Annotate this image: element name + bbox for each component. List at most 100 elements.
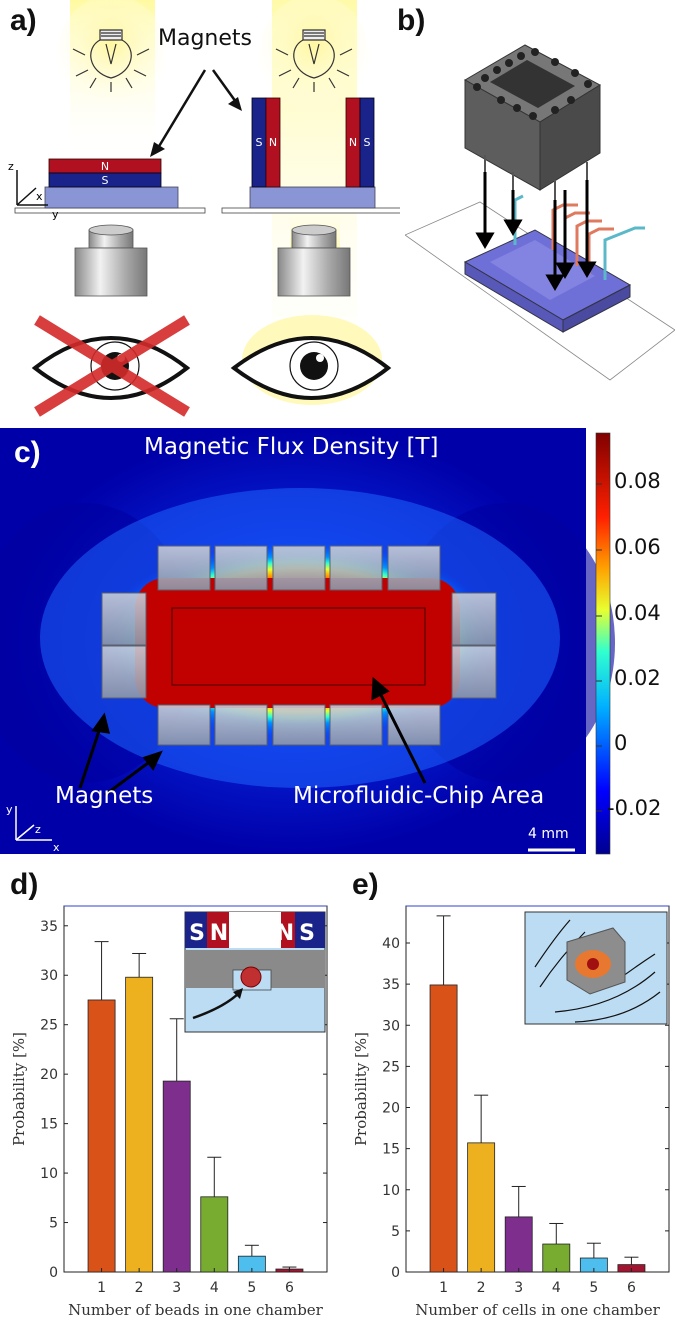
y-tick-label: 40 — [382, 936, 400, 952]
axis-a-z: z — [8, 160, 14, 173]
light-glow-right — [259, 0, 369, 115]
x-tick-label: 5 — [247, 1280, 256, 1296]
inset-pole-label: S — [189, 921, 205, 946]
inset-pole-label: S — [299, 921, 315, 946]
axis-a-x: x — [36, 190, 43, 203]
chip-left — [44, 186, 179, 209]
panel-label-a: a) — [10, 4, 37, 37]
axis-c-z: z — [35, 823, 41, 836]
inset-pole-label: N — [276, 921, 294, 946]
axis-a-y: y — [52, 208, 59, 221]
bar — [87, 999, 116, 1273]
bar — [125, 976, 154, 1273]
y-tick-label: 30 — [40, 968, 58, 984]
stage-right — [221, 207, 400, 214]
y-tick-label: 5 — [391, 1224, 400, 1240]
pole-label-s-right: S — [364, 136, 371, 149]
magnet-blocks — [101, 545, 497, 746]
y-tick-label: 0 — [391, 1265, 400, 1281]
light-glow-left — [57, 0, 167, 115]
magnet-holder — [463, 44, 602, 200]
y-tick-label: 35 — [382, 977, 400, 993]
pole-label-s-left: S — [256, 136, 263, 149]
axis-c-y: y — [6, 803, 13, 816]
x-tick-label: 3 — [514, 1280, 523, 1296]
panel-label-c: c) — [14, 436, 41, 469]
magnets-label-a: Magnets — [158, 26, 252, 51]
x-axis-label: Number of cells in one chamber — [415, 1301, 660, 1319]
x-tick-label: 3 — [172, 1280, 181, 1296]
x-tick-label: 1 — [97, 1280, 106, 1296]
lightbulb-icon-right — [275, 29, 353, 92]
y-tick-label: 20 — [382, 1101, 400, 1117]
lightbulb-icon-left — [72, 29, 150, 92]
colorbar-tick: 0 — [614, 731, 628, 755]
stage-left — [14, 207, 206, 214]
x-tick-label: 2 — [477, 1280, 486, 1296]
arrow-to-left-magnet — [156, 69, 207, 149]
x-tick-label: 6 — [627, 1280, 636, 1296]
x-tick-label: 4 — [210, 1280, 219, 1296]
bar — [200, 1196, 229, 1273]
axis-icon-c — [15, 806, 52, 841]
flux-density-map: y z x — [0, 428, 615, 855]
axis-icon-a — [16, 170, 48, 206]
y-tick-label: 0 — [49, 1265, 58, 1281]
x-tick-label: 4 — [552, 1280, 561, 1296]
bar — [467, 1142, 496, 1273]
chip-area-label: Microfluidic-Chip Area — [293, 783, 545, 809]
bar — [162, 1080, 191, 1273]
x-tick-label: 6 — [285, 1280, 294, 1296]
y-axis-label: Probability [%] — [10, 1032, 28, 1146]
colorbar-tick: -0.02 — [607, 796, 662, 820]
panel-b-illustration — [405, 44, 675, 381]
y-tick-label: 30 — [382, 1018, 400, 1034]
colorbar-tick: 0.04 — [614, 601, 661, 625]
y-tick-label: 10 — [40, 1166, 58, 1182]
y-tick-label: 25 — [40, 1018, 58, 1034]
colorbar-tick: 0.08 — [614, 469, 661, 493]
y-tick-label: 35 — [40, 919, 58, 935]
panel-label-e: e) — [352, 868, 379, 901]
arrow-to-right-magnet — [211, 69, 238, 103]
pole-label-s-flat: S — [102, 174, 109, 187]
objective-right — [277, 224, 351, 297]
x-axis-label: Number of beads in one chamber — [68, 1301, 324, 1319]
chip-area-rect — [171, 607, 426, 686]
y-tick-label: 20 — [40, 1067, 58, 1083]
bar — [429, 984, 458, 1273]
bar — [504, 1216, 533, 1273]
inset-pole-label: N — [210, 921, 228, 946]
eye-icon-right — [230, 336, 392, 400]
magnets-label-c: Magnets — [55, 783, 154, 809]
inset-cell-trap-schematic — [524, 911, 668, 1025]
y-tick-label: 15 — [382, 1142, 400, 1158]
pole-label-n-right: N — [349, 136, 357, 149]
colorbar-tick: 0.02 — [614, 666, 661, 690]
y-tick-label: 5 — [49, 1216, 58, 1232]
y-axis-label: Probability [%] — [352, 1032, 370, 1146]
chip-right — [249, 186, 376, 209]
pole-label-n-left: N — [269, 136, 277, 149]
cross-icon — [34, 315, 190, 417]
x-tick-label: 2 — [135, 1280, 144, 1296]
y-tick-label: 25 — [382, 1059, 400, 1075]
pole-label-n-flat: N — [101, 160, 109, 173]
panel-label-d: d) — [10, 868, 39, 901]
scale-bar-label: 4 mm — [528, 826, 569, 842]
bar — [542, 1243, 571, 1273]
colorbar-tick: 0.06 — [614, 535, 661, 559]
magnet-flat-s — [48, 172, 162, 188]
x-tick-label: 1 — [439, 1280, 448, 1296]
objective-left — [74, 224, 148, 297]
axis-c-x: x — [53, 841, 60, 854]
x-tick-label: 5 — [589, 1280, 598, 1296]
panel-label-b: b) — [397, 4, 426, 37]
y-tick-label: 10 — [382, 1183, 400, 1199]
panel-a-illustration: N S z x y S N N S — [8, 0, 400, 417]
flux-map-title: Magnetic Flux Density [T] — [144, 434, 439, 460]
y-tick-label: 15 — [40, 1117, 58, 1133]
